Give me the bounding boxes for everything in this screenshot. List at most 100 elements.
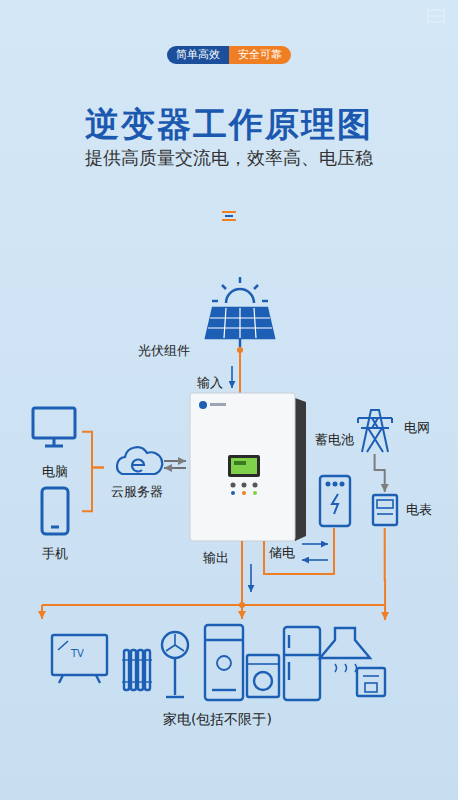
corner-icon: [428, 10, 444, 22]
battery-node: 蓄电池: [311, 432, 358, 530]
corner-icon: [428, 10, 444, 22]
storage-wire: [264, 528, 334, 574]
inverter-unit: [231, 491, 235, 495]
appliance-icons: [320, 628, 370, 658]
battery-icon: [334, 483, 337, 486]
data-link-arrows: [164, 461, 186, 468]
appliance-icons: [122, 681, 152, 682]
power-tower-icon: [357, 418, 359, 423]
node-text: 电网: [404, 420, 430, 436]
inverter-unit: [199, 401, 207, 409]
source-label: 光伏组件: [136, 341, 196, 361]
appliance-icons: [284, 654, 320, 656]
node-text: 简单高效: [176, 48, 220, 61]
connector: [384, 528, 386, 620]
appliance-icons: [52, 635, 107, 675]
solar-panel-icon: [206, 277, 274, 347]
appliance-icons: [52, 625, 385, 700]
inverter-unit: [295, 398, 306, 541]
solar-panel-icon: [239, 338, 242, 347]
computer-icon: [33, 408, 75, 446]
solar-panel-icon: [239, 308, 240, 338]
device-node: 电脑: [28, 402, 82, 480]
appliance-icons: [162, 632, 188, 658]
appliance-icons: [122, 659, 152, 660]
power-tower-icon: [358, 417, 392, 419]
solar-panel-icon: [212, 300, 218, 303]
node-text: 电表: [406, 502, 432, 518]
inverter-unit: [228, 455, 260, 477]
badge-pill: 简单高效: [167, 46, 229, 64]
appliance-icons: [138, 650, 143, 690]
cloud-node: 云服务器: [104, 446, 170, 500]
computer-icon: [53, 438, 56, 445]
power-tower-icon: [367, 418, 383, 452]
connector: [82, 432, 104, 468]
data-link-arrows: [164, 467, 186, 469]
output-wire: [42, 541, 385, 619]
output-wire: [42, 604, 385, 606]
appliance-icons: [288, 662, 290, 680]
solar-panel-icon: [206, 308, 274, 338]
inverter-unit: [234, 461, 246, 465]
connector: [82, 468, 104, 512]
meter-icon: [377, 513, 393, 515]
node-text: 手机: [42, 546, 68, 562]
data-link-arrows: [164, 460, 186, 462]
appliance-icons: [59, 675, 63, 683]
battery-icon: [341, 483, 344, 486]
solar-panel-icon: [254, 285, 258, 289]
battery-icon: [332, 494, 338, 514]
appliance-icons: [363, 675, 379, 677]
inverter-unit: [231, 458, 257, 474]
inverter-unit: [210, 403, 226, 406]
appliance-group: 家电(包括不限于): [40, 620, 395, 728]
output-wire: [250, 564, 252, 592]
phone-icon: [42, 488, 68, 534]
appliance-icons: [96, 675, 100, 683]
appliance-icons: [284, 627, 320, 700]
appliance-icons: [58, 641, 68, 650]
appliance-icons: [217, 656, 231, 670]
appliance-icons: [124, 650, 129, 690]
node-text: 家电(包括不限于): [163, 711, 272, 728]
computer-icon: [33, 408, 75, 438]
solar-panel-icon: [262, 300, 268, 303]
appliance-icons: [335, 664, 357, 672]
device-node: 手机: [28, 484, 82, 562]
power-tower-icon: [362, 410, 388, 452]
phone-icon: [42, 488, 68, 534]
battery-icon: [320, 476, 350, 526]
divider-ornament: [222, 219, 236, 221]
storage-wire: [302, 559, 328, 561]
connector: [375, 454, 385, 492]
inverter-unit: [190, 393, 295, 541]
inverter-unit: [231, 483, 236, 488]
input-wire: [239, 352, 241, 393]
power-tower-icon: [391, 418, 393, 423]
storage-wire: [302, 543, 328, 545]
inverter-unit: [190, 393, 306, 541]
divider-ornament: [225, 215, 233, 217]
node-text: 光伏组件: [138, 343, 190, 359]
node-text: 云服务器: [111, 484, 163, 500]
diagram-title: 逆变器工作原理图: [0, 104, 458, 145]
flow-label: 输出: [203, 550, 229, 566]
appliance-icons: [357, 668, 385, 696]
meter-icon: [373, 495, 397, 525]
solar-panel-icon: [239, 277, 242, 283]
meter-node: 电表: [370, 492, 434, 528]
appliance-icons: [166, 634, 184, 651]
output-wire: [239, 602, 245, 608]
flow-label: 储电: [269, 545, 295, 561]
cloud-server-icon: [117, 447, 162, 474]
battery-icon: [320, 476, 350, 526]
appliance-icons: [174, 658, 176, 695]
grid-node: 电网: [350, 402, 432, 454]
appliance-icons: [131, 650, 136, 690]
meter-icon: [377, 500, 393, 508]
appliance-icons: [288, 635, 290, 648]
input-wire: [232, 347, 243, 393]
phone-icon: [51, 526, 59, 529]
